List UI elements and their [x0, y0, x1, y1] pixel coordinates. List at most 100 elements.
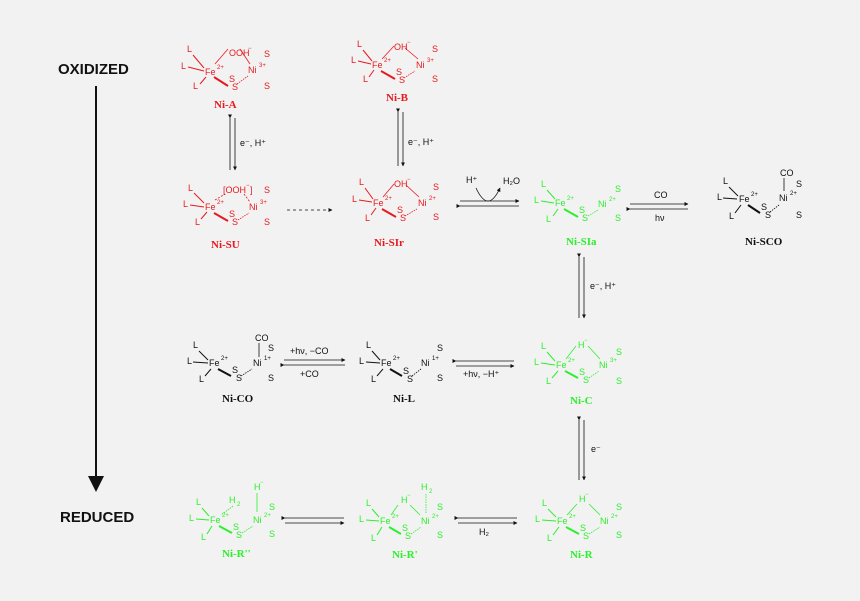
svg-text:L: L — [359, 177, 364, 187]
ni-atom: Ni — [598, 199, 607, 209]
ni-co-label: Ni-CO — [222, 393, 254, 405]
hv-minus-co-condition: +hν, −CO — [290, 346, 329, 356]
svg-text:S: S — [616, 530, 622, 540]
co-ligand: CO — [255, 333, 269, 343]
svg-text:S: S — [579, 367, 585, 377]
svg-text:S: S — [437, 343, 443, 353]
svg-text:L: L — [201, 532, 206, 542]
svg-text:L: L — [546, 376, 551, 386]
svg-text:2+: 2+ — [429, 196, 436, 202]
svg-text:L: L — [181, 61, 186, 71]
plus-co-condition: +CO — [300, 369, 319, 379]
svg-text:2+: 2+ — [609, 197, 616, 203]
svg-text:S: S — [579, 205, 585, 215]
svg-text:3+: 3+ — [427, 58, 434, 64]
ni-co-structure: CO Fe 2+ Ni 1+ S S S S L L L Ni-CO — [187, 333, 274, 405]
svg-text:L: L — [187, 356, 192, 366]
svg-text:S: S — [583, 531, 589, 541]
svg-text:2+: 2+ — [432, 514, 439, 520]
ni-c-structure: H − Fe 2+ Ni 3+ S S S S L L L Ni-C — [534, 338, 622, 407]
ni-sco-label: Ni-SCO — [745, 236, 783, 248]
svg-text:S: S — [437, 530, 443, 540]
svg-text:−: − — [260, 480, 264, 486]
svg-text:S: S — [761, 202, 767, 212]
ni-b-structure: OH − Fe 2+ Ni 3+ S S S S L L L Ni-B — [351, 39, 438, 104]
fe-atom: Fe — [555, 198, 566, 208]
ni-atom: Ni — [248, 65, 257, 75]
e-condition: e⁻ — [591, 444, 601, 454]
oxidized-label: OXIDIZED — [58, 61, 129, 78]
svg-text:L: L — [359, 514, 364, 524]
ni-r1-ni-r-equilibrium: H₂ — [454, 516, 518, 537]
svg-text:L: L — [547, 533, 552, 543]
svg-text:−: − — [248, 46, 252, 52]
svg-text:S: S — [433, 212, 439, 222]
svg-text:−: − — [407, 493, 411, 499]
svg-text:S: S — [437, 502, 443, 512]
oh-ligand: OH — [394, 42, 408, 52]
svg-text:2+: 2+ — [221, 356, 228, 362]
svg-text:S: S — [264, 185, 270, 195]
svg-text:S: S — [433, 182, 439, 192]
svg-text:L: L — [199, 374, 204, 384]
svg-text:L: L — [534, 195, 539, 205]
ni-a-structure: OOH − Fe 2+ Ni 3+ S S S S L L L Ni-A — [181, 44, 270, 111]
svg-text:L: L — [546, 214, 551, 224]
ni-r-structure: H − Fe 2+ Ni 2+ S S S S L L L Ni-R — [535, 492, 622, 561]
fe-atom: Fe — [205, 67, 216, 77]
ni-l-ni-c-equilibrium: +hν, −H⁺ — [452, 359, 515, 379]
svg-text:3+: 3+ — [610, 358, 617, 364]
svg-text:L: L — [729, 211, 734, 221]
hydride-ligand: H — [578, 340, 585, 350]
svg-text:−: − — [246, 183, 250, 189]
ni-r-prime-structure: H − H 2 Fe 2+ Ni 2+ S S S S L L L Ni-R' — [359, 482, 443, 561]
ni-l-label: Ni-L — [393, 393, 415, 405]
svg-text:L: L — [371, 374, 376, 384]
co-ligand: CO — [780, 168, 794, 178]
svg-text:S: S — [583, 375, 589, 385]
svg-text:S: S — [269, 529, 275, 539]
svg-text:2+: 2+ — [790, 191, 797, 197]
svg-text:L: L — [534, 357, 539, 367]
ni-atom: Ni — [253, 515, 262, 525]
svg-text:−: − — [407, 177, 411, 183]
h2o-condition: H₂O — [503, 176, 520, 186]
ni-r-label: Ni-R — [570, 549, 594, 561]
ni-sia-structure: Fe 2+ Ni 2+ S S S S L L L Ni-SIa — [534, 179, 621, 248]
svg-text:S: S — [397, 205, 403, 215]
ni-sia-ni-sco-equilibrium: CO hν — [626, 190, 689, 223]
fe-atom: Fe — [556, 360, 567, 370]
svg-text:L: L — [352, 194, 357, 204]
e-h-condition-3: e⁻, H⁺ — [590, 281, 616, 291]
svg-text:2: 2 — [237, 502, 241, 508]
svg-text:]: ] — [250, 185, 253, 195]
ni-sir-ni-sia-equilibrium: H⁺ H₂O — [456, 175, 520, 208]
svg-text:2+: 2+ — [384, 58, 391, 64]
svg-text:H: H — [421, 482, 428, 492]
svg-text:2+: 2+ — [217, 200, 224, 206]
e-h-condition-1: e⁻, H⁺ — [240, 138, 266, 148]
svg-text:L: L — [366, 340, 371, 350]
svg-text:L: L — [351, 55, 356, 65]
svg-text:L: L — [365, 213, 370, 223]
svg-text:2+: 2+ — [222, 513, 229, 519]
fe-atom: Fe — [205, 202, 216, 212]
fe-atom: Fe — [373, 198, 384, 208]
ni-r-double-prime-label: Ni-R'' — [222, 548, 251, 560]
svg-text:2+: 2+ — [217, 65, 224, 71]
svg-text:S: S — [616, 376, 622, 386]
ni-atom: Ni — [779, 193, 788, 203]
svg-text:S: S — [229, 74, 235, 84]
h2-condition: H₂ — [479, 527, 489, 537]
ni-co-ni-l-equilibrium: +hν, −CO +CO — [280, 346, 346, 379]
h-plus-condition: H⁺ — [466, 175, 477, 185]
hv-condition: hν — [655, 213, 665, 223]
ni-l-structure: Fe 2+ Ni 1+ S S S S L L L Ni-L — [359, 340, 443, 405]
svg-text:2+: 2+ — [568, 358, 575, 364]
svg-text:S: S — [232, 217, 238, 227]
svg-text:S: S — [796, 179, 802, 189]
svg-text:2+: 2+ — [264, 513, 271, 519]
svg-text:S: S — [407, 374, 413, 384]
ni-sia-label: Ni-SIa — [566, 236, 597, 248]
svg-text:2+: 2+ — [393, 356, 400, 362]
